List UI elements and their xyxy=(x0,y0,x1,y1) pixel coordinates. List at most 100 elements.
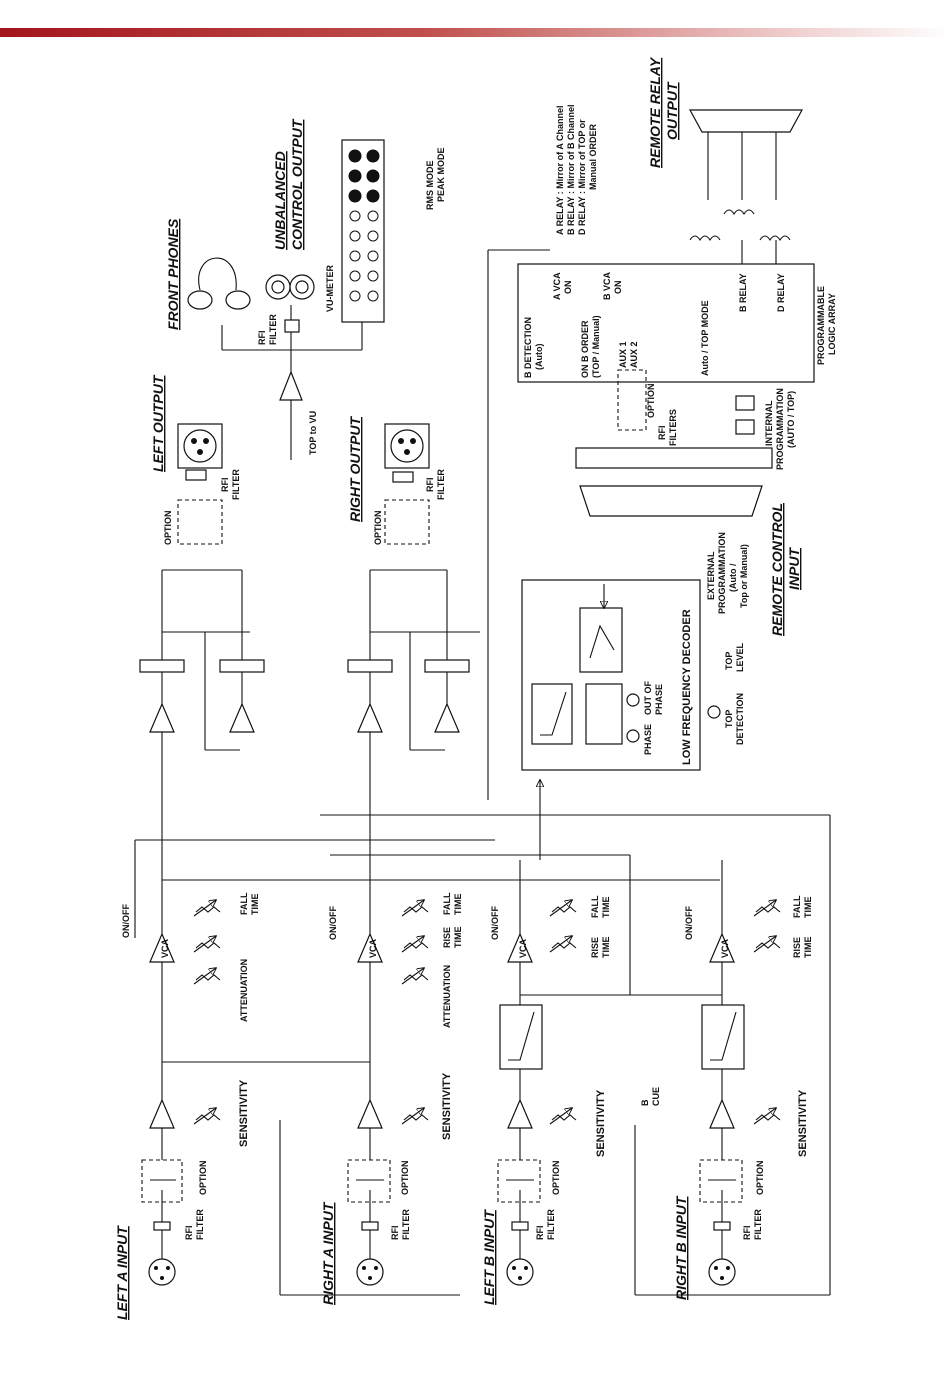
svg-text:TIME: TIME xyxy=(803,897,813,919)
svg-text:ON: ON xyxy=(563,281,573,295)
svg-text:RFI: RFI xyxy=(257,331,267,346)
svg-text:B RELAY: B RELAY xyxy=(738,273,748,312)
svg-text:D RELAY : Mirror of TOP or: D RELAY : Mirror of TOP or xyxy=(577,119,587,235)
right-output-title: RIGHT OUTPUT xyxy=(347,416,363,522)
preamp-right-b xyxy=(709,1098,735,1129)
svg-text:OPTION: OPTION xyxy=(400,1160,410,1195)
svg-text:RFI: RFI xyxy=(535,1226,545,1241)
svg-text:VCA: VCA xyxy=(368,938,378,958)
svg-text:ON/OFF: ON/OFF xyxy=(490,906,500,940)
xlr-input-left-b-icon xyxy=(506,1258,534,1286)
svg-text:FILTER: FILTER xyxy=(231,469,241,500)
svg-text:RISE: RISE xyxy=(590,937,600,958)
vu-led xyxy=(349,270,361,282)
svg-text:RMS MODE: RMS MODE xyxy=(425,161,435,211)
svg-text:Manual ORDER: Manual ORDER xyxy=(588,123,598,190)
svg-text:FILTER: FILTER xyxy=(401,1209,411,1240)
svg-text:SENSITIVITY: SENSITIVITY xyxy=(238,1079,250,1147)
headphones-icon xyxy=(198,257,237,291)
phase-led-icon xyxy=(626,729,640,743)
svg-text:TOP to VU: TOP to VU xyxy=(308,411,318,455)
svg-text:(TOP / Manual): (TOP / Manual) xyxy=(591,315,601,378)
detector-right-b xyxy=(701,1004,745,1070)
svg-text:FALL: FALL xyxy=(442,892,452,915)
vu-led xyxy=(367,250,379,262)
lfd-title: LOW FREQUENCY DECODER xyxy=(681,609,693,765)
svg-text:PEAK MODE: PEAK MODE xyxy=(436,147,446,202)
svg-text:(Auto): (Auto) xyxy=(534,344,544,371)
vu-led xyxy=(348,169,362,183)
right-output-bridge xyxy=(347,423,480,751)
svg-text:PHASE: PHASE xyxy=(654,684,664,715)
svg-text:Top or Manual): Top or Manual) xyxy=(739,544,749,608)
left-b-input-chain xyxy=(497,860,543,1286)
svg-text:OPTION: OPTION xyxy=(551,1160,561,1195)
svg-text:RFI: RFI xyxy=(742,1226,752,1241)
svg-text:OPTION: OPTION xyxy=(163,510,173,545)
vu-led xyxy=(367,270,379,282)
svg-text:ATTENUATION: ATTENUATION xyxy=(442,965,452,1028)
svg-text:FILTER: FILTER xyxy=(268,314,278,345)
svg-text:(Auto /: (Auto / xyxy=(728,563,738,592)
svg-text:VCA: VCA xyxy=(518,938,528,958)
vca-left-a xyxy=(149,932,175,963)
vu-led xyxy=(349,250,361,262)
left-b-input-title: LEFT B INPUT xyxy=(481,1209,497,1305)
svg-text:RISE: RISE xyxy=(792,937,802,958)
unbalanced-title-1: UNBALANCED xyxy=(272,151,288,250)
programmable-logic-array xyxy=(517,263,815,383)
svg-text:VCA: VCA xyxy=(720,938,730,958)
right-b-input-title: RIGHT B INPUT xyxy=(673,1195,689,1300)
svg-text:RFI: RFI xyxy=(657,426,667,441)
svg-text:FILTER: FILTER xyxy=(546,1209,556,1240)
vu-led xyxy=(367,290,379,302)
left-a-input-title: LEFT A INPUT xyxy=(114,1225,130,1320)
svg-text:AUX 2: AUX 2 xyxy=(629,341,639,368)
svg-text:TOP: TOP xyxy=(724,652,734,670)
potentiometers xyxy=(193,900,781,1125)
xlr-input-left-a-icon xyxy=(148,1258,176,1286)
vu-led xyxy=(367,230,379,242)
svg-text:VU-METER: VU-METER xyxy=(325,265,335,313)
svg-text:TIME: TIME xyxy=(453,927,463,949)
svg-text:RISE: RISE xyxy=(442,927,452,948)
svg-text:VCA: VCA xyxy=(160,938,170,958)
svg-text:OPTION: OPTION xyxy=(198,1160,208,1195)
out-of-phase-led-icon xyxy=(626,693,640,707)
rfi-filters-block xyxy=(575,447,773,469)
svg-text:TOP: TOP xyxy=(724,710,734,728)
headphone-amp xyxy=(279,370,303,401)
remote-control-title-2: INPUT xyxy=(786,547,802,590)
output-transistor-right-1 xyxy=(347,659,393,673)
svg-text:FALL: FALL xyxy=(792,895,802,918)
output-transistor-left-1 xyxy=(139,659,185,673)
svg-text:FILTERS: FILTERS xyxy=(668,409,678,446)
header-bar xyxy=(0,28,950,37)
vu-meter xyxy=(341,139,385,323)
output-transistor-right-2 xyxy=(424,659,470,673)
svg-text:INTERNAL: INTERNAL xyxy=(764,400,774,446)
svg-text:PROGRAMMATION: PROGRAMMATION xyxy=(775,388,785,470)
vca-left-b xyxy=(507,932,533,963)
remote-control-db25-icon xyxy=(579,485,763,517)
svg-text:FALL: FALL xyxy=(239,892,249,915)
svg-text:TIME: TIME xyxy=(601,897,611,919)
svg-text:AUX 1: AUX 1 xyxy=(618,341,628,368)
remote-relay-db9-icon xyxy=(688,109,804,133)
top-detection-led-icon xyxy=(707,705,721,719)
svg-text:OPTION: OPTION xyxy=(373,510,383,545)
svg-text:OPTION: OPTION xyxy=(755,1160,765,1195)
vu-led xyxy=(366,169,380,183)
svg-text:A VCA: A VCA xyxy=(552,272,562,300)
remote-control-block xyxy=(517,109,815,517)
vca-right-b xyxy=(709,932,735,963)
svg-text:RFI: RFI xyxy=(390,1226,400,1241)
amp-right-a xyxy=(357,702,383,733)
svg-text:DETECTION: DETECTION xyxy=(735,693,745,745)
unbalanced-title-2: CONTROL OUTPUT xyxy=(289,118,305,250)
phones-and-vu xyxy=(187,139,385,460)
svg-text:TIME: TIME xyxy=(250,894,260,916)
xlr-input-right-b-icon xyxy=(708,1258,736,1286)
svg-text:SENSITIVITY: SENSITIVITY xyxy=(441,1072,453,1140)
low-frequency-decoder xyxy=(521,579,721,771)
